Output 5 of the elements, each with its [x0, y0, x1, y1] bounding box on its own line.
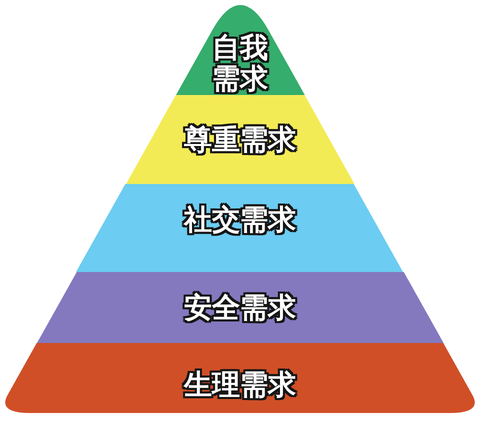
- tier-label: 安全需求: [184, 292, 296, 322]
- tier-label: 尊重需求: [184, 124, 296, 154]
- tier-label: 社交需求: [184, 204, 296, 234]
- tier-label: 自我需求: [210, 32, 269, 94]
- tier-label: 生理需求: [184, 368, 296, 400]
